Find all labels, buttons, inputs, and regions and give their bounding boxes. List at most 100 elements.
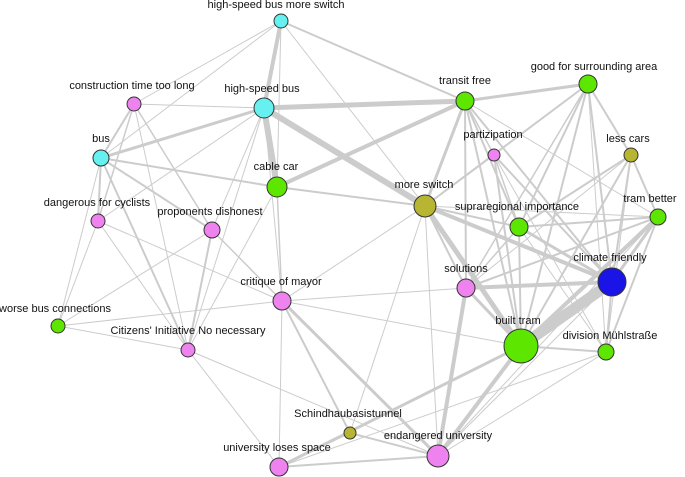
node-label-builttram: built tram	[495, 315, 540, 327]
node-worsebus[interactable]	[50, 318, 66, 334]
node-constr[interactable]	[126, 96, 142, 112]
edge-trambetter-division	[605, 216, 659, 353]
edge-constr-hsb	[133, 103, 265, 109]
node-good[interactable]	[578, 74, 598, 94]
edge-good-partiz	[493, 83, 589, 156]
node-lesscars[interactable]	[623, 147, 639, 163]
node-label-bus: bus	[92, 133, 110, 145]
node-builttram[interactable]	[503, 328, 539, 364]
node-label-trambetter: tram better	[623, 193, 677, 205]
node-supra[interactable]	[509, 217, 529, 237]
node-label-danger: dangerous for cyclists	[44, 197, 151, 209]
node-solutions[interactable]	[456, 278, 476, 298]
node-label-cablecar: cable car	[254, 161, 299, 173]
edge-hsb_switch-transit	[280, 20, 466, 102]
node-hsb_switch[interactable]	[273, 13, 289, 29]
node-partiz[interactable]	[487, 148, 501, 162]
edge-supra-solutions	[465, 226, 520, 289]
edge-cablecar-moreswitch	[276, 186, 426, 207]
node-schind[interactable]	[343, 426, 357, 440]
edge-endangered-solutions	[436, 286, 468, 458]
edge-trambetter-solutions	[465, 216, 659, 289]
edge-univloses-endangered	[278, 455, 439, 468]
edge-partiz-moreswitch	[424, 154, 495, 207]
edge-constr-danger	[97, 103, 135, 222]
edge-good-climate	[587, 83, 613, 283]
edge-lesscars-trambetter	[630, 154, 659, 218]
edge-bus-citizens	[100, 157, 189, 351]
node-moreswitch[interactable]	[413, 194, 437, 218]
node-hsb[interactable]	[253, 97, 275, 119]
node-univloses[interactable]	[269, 457, 289, 477]
node-label-moreswitch: more switch	[395, 179, 454, 191]
node-label-solutions: solutions	[444, 263, 488, 275]
node-climate[interactable]	[597, 267, 627, 297]
edge-supra-builttram	[518, 226, 522, 347]
edge-good-solutions	[465, 83, 589, 289]
edge-bus-worsebus	[57, 157, 102, 327]
edge-critique-univloses	[278, 300, 283, 468]
edge-hsb-cablecar	[261, 105, 280, 190]
edge-transit-supra	[464, 100, 520, 228]
node-trambetter[interactable]	[649, 208, 667, 226]
edge-builttram-climate	[515, 276, 618, 352]
node-danger[interactable]	[90, 213, 106, 229]
node-layer	[50, 13, 667, 477]
edge-lesscars-solutions	[465, 154, 632, 289]
node-label-worsebus: worse bus connections	[0, 303, 111, 315]
edge-trambetter-builttram	[519, 215, 660, 348]
edge-danger-worsebus	[57, 220, 99, 327]
edge-hsb_switch-hsb	[262, 19, 283, 110]
node-label-supra: supraregional importance	[455, 201, 579, 213]
edge-cablecar-citizens	[187, 186, 278, 351]
edge-climate-endangered	[437, 281, 613, 457]
edge-moreswitch-schind	[349, 205, 426, 434]
edge-moreswitch-critique	[281, 205, 426, 302]
node-division[interactable]	[597, 343, 615, 361]
edge-good-division	[587, 83, 607, 353]
edge-citizens-univloses	[187, 349, 280, 468]
edge-moreswitch-endangered	[424, 205, 439, 457]
edge-schind-univloses	[278, 432, 351, 468]
edge-hsb-citizens	[187, 107, 265, 351]
edge-cablecar-critique	[276, 186, 283, 302]
edge-hsb_switch-moreswitch	[280, 20, 426, 207]
label-layer: high-speed bus more switch construction t…	[0, 0, 677, 454]
edge-bus-proponents	[100, 157, 213, 231]
edge-worsebus-critique	[57, 300, 283, 327]
edge-critique-solutions	[281, 287, 467, 302]
edge-danger-critique	[97, 220, 283, 302]
edge-trambetter-endangered	[437, 216, 659, 457]
node-endangered[interactable]	[426, 444, 450, 468]
edge-citizens-endangered	[187, 349, 439, 457]
node-label-lesscars: less cars	[606, 133, 650, 145]
edge-cablecar-bus	[100, 157, 278, 188]
node-proponents[interactable]	[203, 221, 221, 239]
edge-constr-citizens	[133, 103, 189, 351]
edge-supra-division	[518, 226, 607, 353]
node-citizens[interactable]	[180, 342, 196, 358]
edge-builttram-endangered	[437, 345, 522, 457]
node-label-constr: construction time too long	[69, 80, 194, 92]
node-label-transit: transit free	[439, 75, 491, 87]
edge-lesscars-supra	[518, 154, 632, 228]
edge-bus-danger	[97, 157, 102, 222]
node-cablecar[interactable]	[266, 176, 288, 198]
node-label-hsb: high-speed bus	[224, 83, 300, 95]
edge-hsb_switch-cablecar	[276, 20, 282, 188]
node-transit[interactable]	[455, 91, 475, 111]
edge-univloses-builttram	[277, 344, 523, 469]
edge-good-lesscars	[587, 83, 632, 156]
node-label-critique: critique of mayor	[240, 276, 322, 288]
edge-constr-bus	[100, 103, 135, 159]
edge-hsb-danger	[97, 107, 265, 222]
edge-transit-climate	[464, 100, 613, 283]
node-critique[interactable]	[272, 291, 292, 311]
edge-proponents-worsebus	[57, 229, 213, 327]
edge-partiz-supra	[493, 154, 520, 228]
node-bus[interactable]	[92, 149, 110, 167]
edge-transit-builttram	[464, 100, 522, 347]
edge-good-transit	[463, 82, 590, 103]
